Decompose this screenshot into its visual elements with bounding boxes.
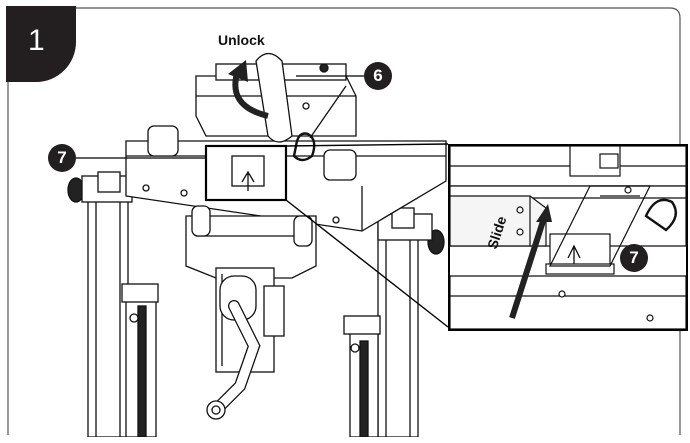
inset-illustration [450, 146, 686, 329]
pull-ring [292, 132, 316, 162]
callout-7-main: 7 [48, 144, 76, 172]
detail-inset: Slide 7 [448, 144, 688, 331]
head-assembly [185, 215, 317, 279]
step-number-tab: 1 [6, 6, 76, 82]
callout-7-inset: 7 [620, 244, 648, 272]
right-post [377, 215, 419, 437]
unlock-label: Unlock [218, 32, 265, 48]
callout-6: 6 [364, 62, 392, 90]
instruction-frame: 1 Unlock 6 7 [6, 6, 688, 437]
unlock-arrow [228, 60, 269, 119]
lock-lever [255, 52, 293, 143]
left-post [87, 185, 129, 437]
frame-border [7, 7, 681, 435]
step-number: 1 [28, 24, 45, 57]
lock-highlight-box [204, 144, 288, 202]
slide-arrow [509, 204, 552, 319]
main-illustration [67, 52, 449, 437]
